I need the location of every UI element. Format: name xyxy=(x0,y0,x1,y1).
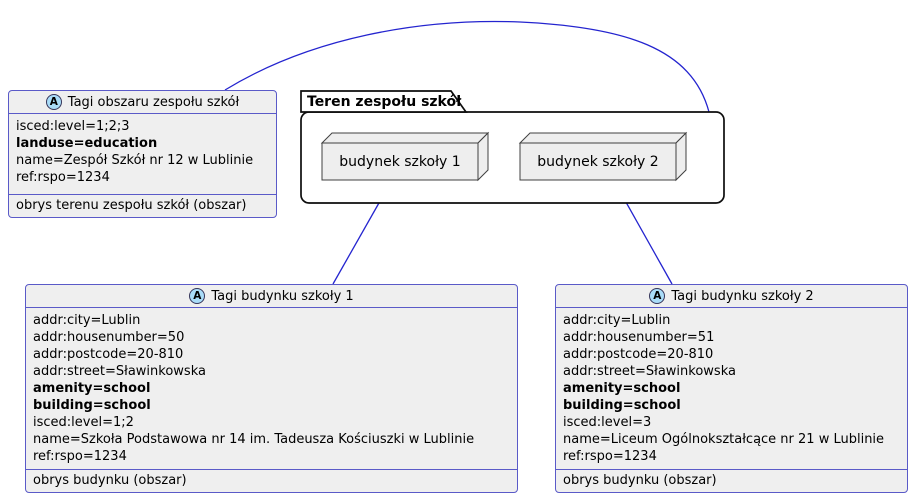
package-tab xyxy=(300,90,468,113)
building1-tags-footer: obrys budynku (obszar) xyxy=(33,473,187,488)
area-tags-title: Tagi obszaru zespołu szkół xyxy=(67,94,240,110)
tag-line: name=Liceum Ogólnokształcące nr 21 w Lub… xyxy=(563,432,885,447)
package-title: Teren zespołu szkół xyxy=(307,94,462,110)
node-building1-label: budynek szkoły 1 xyxy=(339,153,461,170)
node-building2-label: budynek szkoły 2 xyxy=(537,153,659,170)
tag-line: ref:rspo=1234 xyxy=(33,449,127,464)
tag-line: isced:level=1;2 xyxy=(33,415,134,430)
tag-line: name=Szkoła Podstawowa nr 14 im. Tadeusz… xyxy=(33,432,475,447)
abstract-class-icon: A xyxy=(45,94,62,110)
building1-tags-header: A Tagi budynku szkoły 1 xyxy=(26,285,517,308)
building2-tags-header: A Tagi budynku szkoły 2 xyxy=(556,285,907,308)
abstract-class-icon: A xyxy=(189,288,206,304)
building2-tags-title: Tagi budynku szkoły 2 xyxy=(671,288,814,304)
tag-line: addr:street=Sławinkowska xyxy=(563,364,736,379)
node-building1 xyxy=(320,131,490,182)
tag-line: building=school xyxy=(33,398,151,413)
tag-line: isced:level=1;2;3 xyxy=(16,119,130,134)
tag-line: addr:city=Lublin xyxy=(563,313,671,328)
building1-tags-title: Tagi budynku szkoły 1 xyxy=(211,288,354,304)
tag-line: addr:street=Sławinkowska xyxy=(33,364,206,379)
tag-line: amenity=school xyxy=(33,381,151,396)
relation-curve-area-to-package xyxy=(224,20,710,113)
tag-line: amenity=school xyxy=(563,381,681,396)
building2-tags-footer: obrys budynku (obszar) xyxy=(563,473,717,488)
area-tags-box: A Tagi obszaru zespołu szkół isced:level… xyxy=(8,90,277,218)
building1-tags-box: A Tagi budynku szkoły 1 addr:city=Lublin… xyxy=(25,284,518,493)
tag-line: landuse=education xyxy=(16,136,158,151)
tag-line: addr:postcode=20-810 xyxy=(563,347,714,362)
tag-line: addr:postcode=20-810 xyxy=(33,347,184,362)
tag-line: addr:housenumber=50 xyxy=(33,330,185,345)
tag-line: isced:level=3 xyxy=(563,415,652,430)
tag-line: ref:rspo=1234 xyxy=(16,170,110,185)
abstract-class-icon: A xyxy=(649,288,666,304)
area-tags-body: isced:level=1;2;3 landuse=education name… xyxy=(9,114,276,195)
area-tags-footer: obrys terenu zespołu szkół (obszar) xyxy=(16,198,247,213)
node-building2 xyxy=(518,131,688,182)
tag-line: ref:rspo=1234 xyxy=(563,449,657,464)
tag-line: name=Zespół Szkół nr 12 w Lublinie xyxy=(16,153,254,168)
building2-tags-body: addr:city=Lublin addr:housenumber=51 add… xyxy=(556,308,907,470)
building1-tags-body: addr:city=Lublin addr:housenumber=50 add… xyxy=(26,308,517,470)
tag-line: addr:housenumber=51 xyxy=(563,330,715,345)
area-tags-header: A Tagi obszaru zespołu szkół xyxy=(9,91,276,114)
tag-line: building=school xyxy=(563,398,681,413)
tag-line: addr:city=Lublin xyxy=(33,313,141,328)
building2-tags-box: A Tagi budynku szkoły 2 addr:city=Lublin… xyxy=(555,284,908,493)
